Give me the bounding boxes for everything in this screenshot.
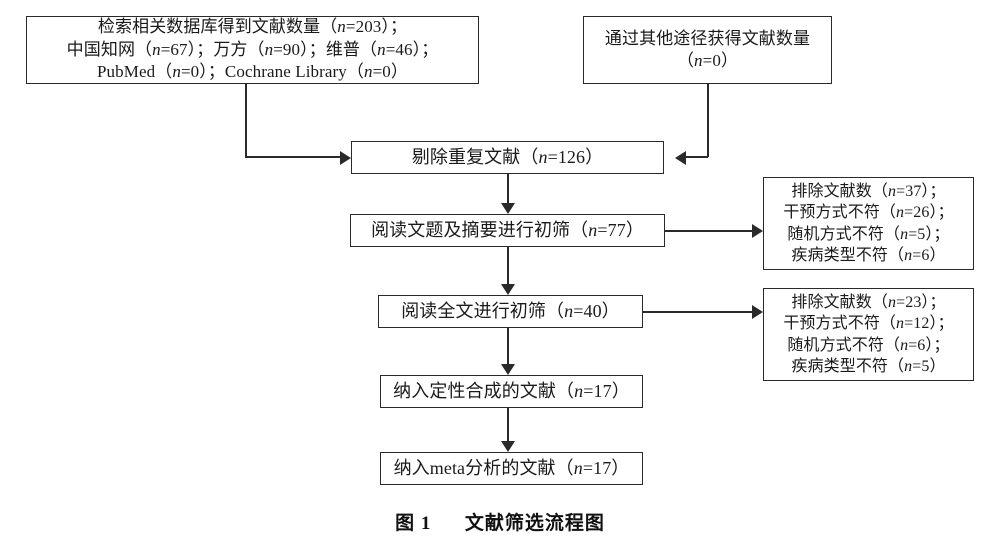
other-sources-box-line-2: （n=0）	[676, 51, 739, 70]
fulltext-screen-box-line-1: 阅读全文进行初筛（n=40）	[401, 300, 620, 321]
deduplicate-box: 剔除重复文献（n=126）	[351, 141, 664, 174]
exclusion-box-1-line-2: 干预方式不符（n=26）；	[783, 204, 954, 222]
exclusion-box-1: 排除文献数（n=37）； 干预方式不符（n=26）； 随机方式不符（n=5）； …	[763, 177, 974, 270]
fulltext-screen-box: 阅读全文进行初筛（n=40）	[378, 295, 643, 328]
connector-other-to-dedup-arrowhead	[675, 150, 686, 165]
exclusion-box-2: 排除文献数（n=23）； 干预方式不符（n=12）； 随机方式不符（n=6）； …	[763, 288, 974, 381]
exclusion-box-1-line-3: 随机方式不符（n=5）；	[787, 225, 950, 243]
connector-fulltext-to-qualitative-vertical	[507, 328, 509, 364]
databases-box-line-2: 中国知网（n=67）；万方（n=90）；维普（n=46）；	[66, 39, 439, 59]
exclusion-box-1-line-1: 排除文献数（n=37）；	[791, 183, 946, 201]
deduplicate-box-line-1: 剔除重复文献（n=126）	[411, 146, 604, 167]
qualitative-synthesis-box-line-1: 纳入定性合成的文献（n=17）	[393, 380, 630, 401]
connector-qualitative-to-meta-arrowhead	[500, 441, 515, 452]
databases-box: 检索相关数据库得到文献数量（n=203）； 中国知网（n=67）；万方（n=90…	[26, 16, 479, 84]
connector-fulltext-to-qualitative-arrowhead	[500, 364, 515, 375]
connector-title-abstract-to-exclusion1-arrowhead	[752, 224, 763, 238]
connector-other-to-dedup-vertical	[707, 84, 709, 157]
databases-box-line-3: PubMed（n=0）；Cochrane Library（n=0）	[97, 62, 408, 82]
connector-fulltext-to-exclusion2-horizontal	[643, 311, 752, 313]
connector-databases-to-dedup-arrowhead	[340, 150, 351, 165]
connector-databases-to-dedup-horizontal	[245, 156, 340, 158]
exclusion-box-2-line-1: 排除文献数（n=23）；	[791, 294, 946, 312]
other-sources-box: 通过其他途径获得文献数量 （n=0）	[583, 16, 832, 84]
figure-caption-label: 图 1	[395, 513, 432, 534]
exclusion-box-2-line-2: 干预方式不符（n=12）；	[783, 315, 954, 333]
meta-analysis-box-line-1: 纳入meta分析的文献（n=17）	[393, 457, 630, 478]
connector-title-abstract-to-exclusion1-horizontal	[665, 230, 752, 232]
connector-title-abstract-to-fulltext-vertical	[507, 247, 509, 284]
exclusion-box-2-line-4: 疾病类型不符（n=5）	[791, 357, 946, 375]
databases-box-line-1: 检索相关数据库得到文献数量（n=203）；	[97, 17, 408, 37]
connector-other-to-dedup-horizontal	[686, 156, 708, 158]
connector-fulltext-to-exclusion2-arrowhead	[752, 305, 763, 319]
qualitative-synthesis-box: 纳入定性合成的文献（n=17）	[380, 375, 643, 408]
figure-caption-title: 文献筛选流程图	[464, 513, 605, 534]
exclusion-box-2-line-3: 随机方式不符（n=6）；	[787, 336, 950, 354]
title-abstract-screen-box: 阅读文题及摘要进行初筛（n=77）	[350, 214, 665, 247]
figure-caption: 图 1 文献筛选流程图	[0, 508, 1000, 535]
connector-title-abstract-to-fulltext-arrowhead	[500, 284, 515, 295]
connector-databases-to-dedup-vertical	[245, 84, 247, 157]
exclusion-box-1-line-4: 疾病类型不符（n=6）	[791, 246, 946, 264]
connector-dedup-to-title-abstract-arrowhead	[500, 203, 515, 214]
title-abstract-screen-box-line-1: 阅读文题及摘要进行初筛（n=77）	[371, 219, 644, 240]
connector-dedup-to-title-abstract-vertical	[507, 174, 509, 203]
meta-analysis-box: 纳入meta分析的文献（n=17）	[380, 452, 643, 485]
connector-qualitative-to-meta-vertical	[507, 408, 509, 441]
other-sources-box-line-1: 通过其他途径获得文献数量	[604, 28, 811, 48]
